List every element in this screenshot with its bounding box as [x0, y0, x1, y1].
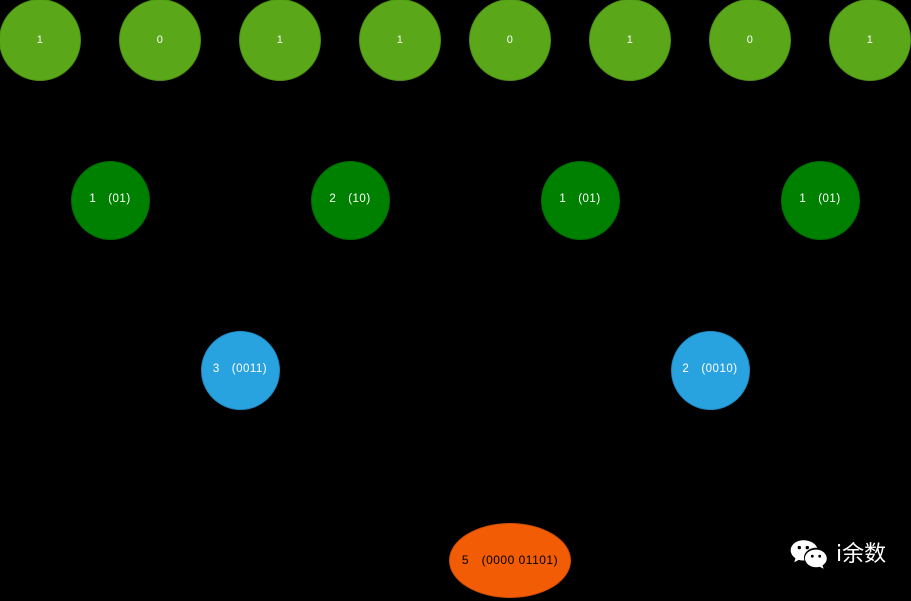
node-quads-1: 2 (0010): [670, 330, 750, 410]
wechat-icon: [789, 539, 829, 571]
node-bits-5: 1: [589, 0, 671, 81]
node-pairs-3: 1 (01): [780, 160, 860, 240]
node-bits-2: 1: [239, 0, 321, 81]
node-pairs-0: 1 (01): [70, 160, 150, 240]
node-pairs-1: 2 (10): [310, 160, 390, 240]
node-bits-7: 1: [829, 0, 911, 81]
watermark-text: i余数: [836, 542, 887, 567]
watermark: i余数: [789, 539, 886, 571]
node-bits-1: 0: [119, 0, 201, 81]
node-bits-4: 0: [469, 0, 551, 81]
node-total-0: 5 (0000 01101): [449, 522, 571, 598]
node-bits-3: 1: [359, 0, 441, 81]
node-pairs-2: 1 (01): [540, 160, 620, 240]
node-bits-6: 0: [709, 0, 791, 81]
node-bits-0: 1: [0, 0, 81, 81]
node-quads-0: 3 (0011): [200, 330, 280, 410]
